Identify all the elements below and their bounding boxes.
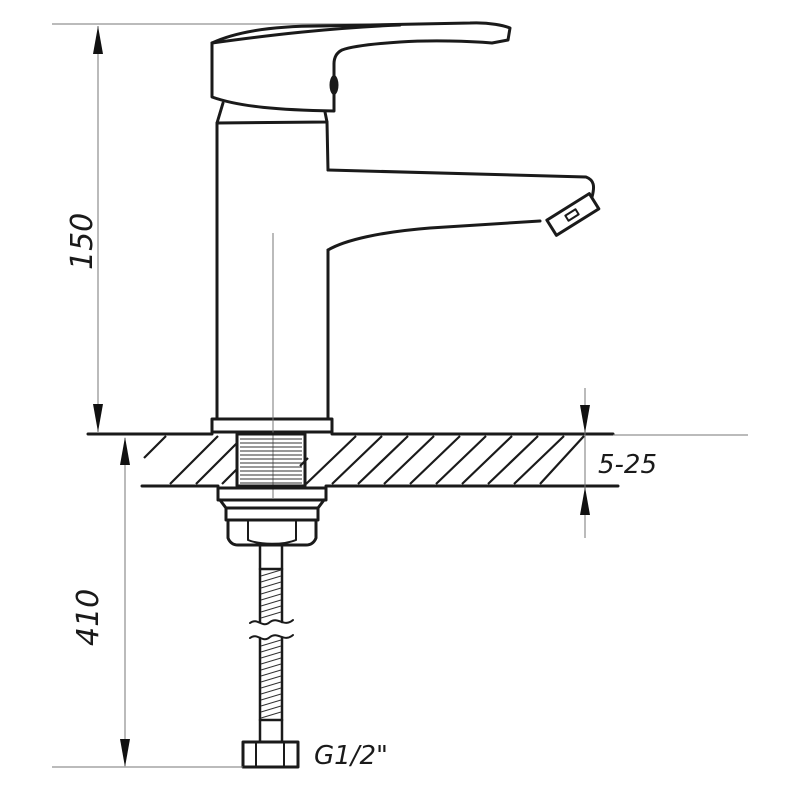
hatching-left <box>143 435 238 485</box>
lever-edge <box>210 23 402 45</box>
body-right-upper <box>325 120 330 172</box>
arrow-up-icon <box>120 437 130 465</box>
break-mark-upper <box>249 619 294 626</box>
hatching-right <box>299 435 585 485</box>
washer <box>216 486 328 502</box>
hose-braid-lower <box>260 639 282 719</box>
aerator <box>545 192 601 237</box>
base-ring <box>210 417 334 434</box>
handle-collar <box>215 101 329 125</box>
aerator-slot <box>564 208 580 222</box>
mounting-assembly <box>216 486 328 547</box>
hex-nut <box>226 518 318 547</box>
faucet-handle <box>210 21 512 125</box>
arrow-down-icon <box>93 404 103 432</box>
spout-bottom <box>326 219 542 252</box>
lever-body <box>210 41 336 113</box>
connector-nut <box>241 740 300 769</box>
spout-top <box>326 168 596 199</box>
shank-thread-lines <box>240 438 302 484</box>
faucet-body <box>210 120 334 498</box>
aerator-body <box>545 192 601 237</box>
arrow-down-icon <box>580 405 590 433</box>
thickness-dimension: 5-25 <box>580 388 657 538</box>
hose-ferrule-top <box>258 543 284 571</box>
thickness-dimension-label: 5-25 <box>598 450 657 480</box>
connection-thread-label: G1/2" <box>314 741 388 771</box>
arrow-up-icon <box>580 487 590 515</box>
flexible-hose: G1/2" <box>241 543 388 771</box>
countertop-section <box>86 432 748 488</box>
threaded-shank <box>235 432 307 488</box>
hex-nut-face <box>247 519 297 545</box>
faucet-spout <box>326 168 601 252</box>
hose-braid-upper <box>260 569 282 619</box>
lever-pivot <box>329 74 339 96</box>
hose-ferrule-bottom <box>258 718 284 744</box>
hose-length-dimension: 410 <box>52 437 243 768</box>
hose-dimension-label: 410 <box>71 589 106 646</box>
arrow-up-icon <box>93 26 103 54</box>
break-mark-lower <box>249 634 294 641</box>
washer-bevel <box>218 498 326 510</box>
height-dimension: 150 <box>52 23 420 432</box>
height-dimension-label: 150 <box>65 213 100 270</box>
lever-top <box>210 21 512 66</box>
arrow-down-icon <box>120 739 130 767</box>
